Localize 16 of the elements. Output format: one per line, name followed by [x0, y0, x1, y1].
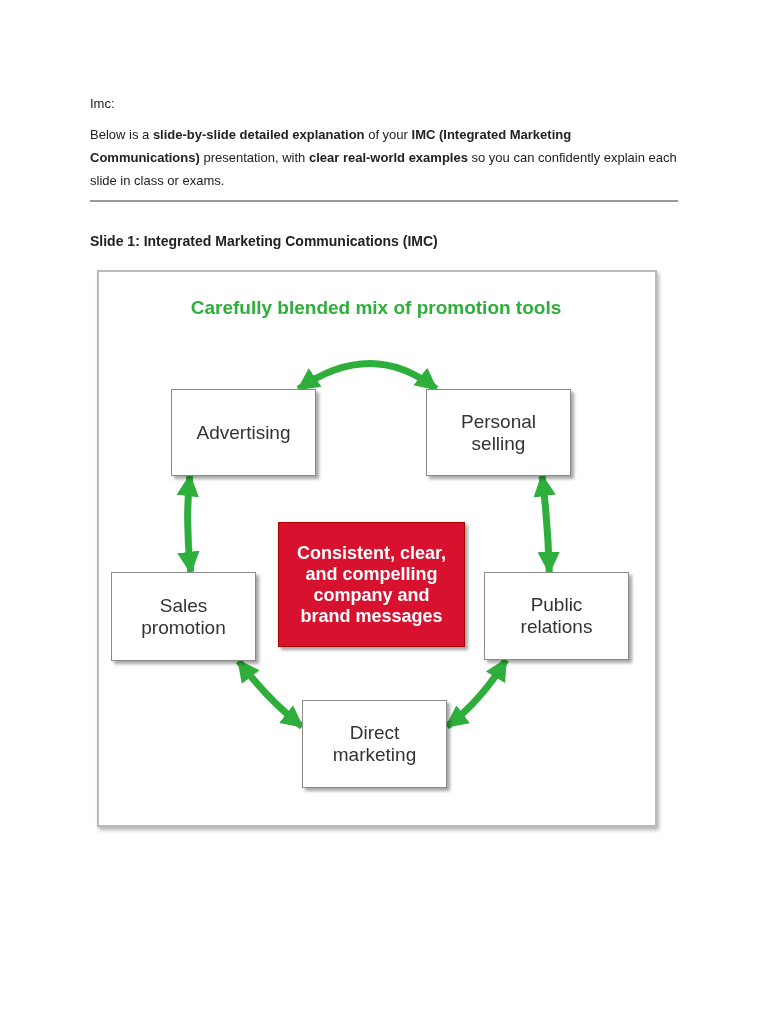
slide-heading: Slide 1: Integrated Marketing Communications (IMC): [90, 232, 439, 251]
node-label: Direct marketing: [331, 722, 418, 766]
tool-box: [484, 572, 629, 660]
node-label: Sales promotion: [140, 594, 227, 639]
node-label: Advertising: [196, 421, 291, 444]
node-label: Consistent, clear, and compelling company and brand messages: [295, 542, 448, 627]
diagram-title: Carefully blended mix of promotion tools: [189, 297, 563, 319]
tool-box: [302, 700, 447, 788]
intro-paragraph: Below is a slide-by-slide detailed explanation of your IMC (Integrated Marketing Communications) presentation, with clear real-world examples so you can confidently explain each slide in class or exams.: [90, 126, 678, 190]
heading-text: Imc:: [90, 95, 116, 113]
tool-box: [171, 389, 316, 476]
node-label: Personal selling: [460, 410, 537, 455]
node-label: Public relations: [519, 594, 594, 638]
core-message-box: [278, 522, 465, 647]
tool-box: [426, 389, 571, 476]
tool-box: [111, 572, 256, 661]
